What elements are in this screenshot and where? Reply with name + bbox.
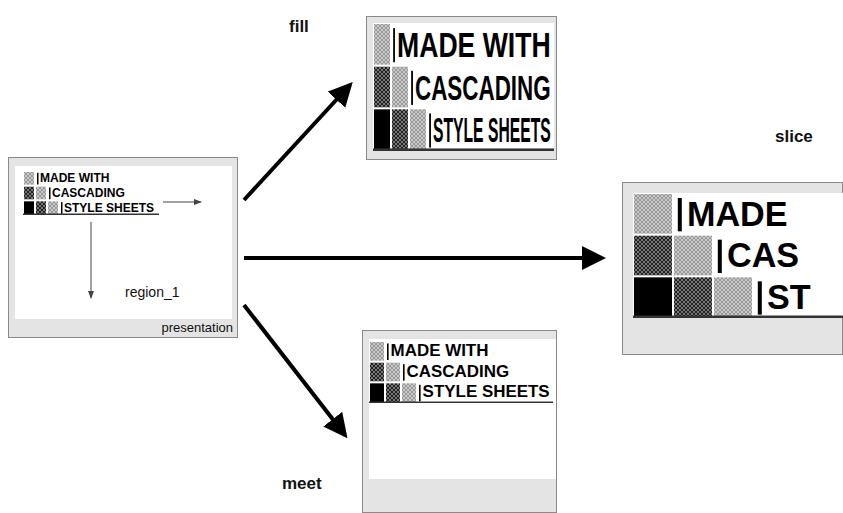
logo: MADE WITH CASCADING STYLE SHEETS (373, 23, 554, 151)
region-box-label: region_1 (125, 284, 180, 300)
logo-text: CASCADING (407, 364, 510, 381)
logo-text: MADE WITH (40, 172, 109, 184)
arrow-connector (244, 85, 350, 200)
logo-text: MADE WITH (397, 27, 551, 62)
logo-text: ST (767, 280, 811, 314)
logo-text: CASCADING (52, 187, 125, 199)
logo-text: STYLE SHEETS (433, 112, 551, 147)
meet-panel: meetMADE WITHCASCADINGSTYLE SHEETS (362, 330, 557, 513)
region-box: region_1 MADE WITH CASCADING STYLE SHEETS (15, 166, 232, 319)
logo: MADE CAS ST (633, 193, 843, 318)
arrow-connector (244, 305, 345, 435)
fill-panel-label: fill (289, 17, 309, 37)
logo-text: MADE (687, 197, 788, 231)
presentation-box-label: presentation (161, 320, 233, 335)
slice-panel: sliceMADECASST (622, 182, 843, 355)
logo-text: CAS (727, 238, 799, 272)
logo: MADE WITH CASCADING STYLE SHEETS (23, 171, 159, 215)
logo-text: MADE WITH (391, 343, 489, 360)
presentation-box: presentation region_1 MADE WITH CASCADING ST… (8, 157, 238, 338)
logo-text: STYLE SHEETS (64, 202, 154, 214)
arrow-connector (244, 256, 602, 260)
fill-panel: fillMADE WITHCASCADINGSTYLE SHEETS (366, 16, 557, 160)
meet-panel-label: meet (282, 474, 322, 494)
logo-text: CASCADING (415, 70, 551, 105)
logo: MADE WITH CASCADING STYLE SHEETS (369, 341, 553, 403)
slice-panel-label: slice (775, 127, 813, 147)
logo-text: STYLE SHEETS (423, 384, 550, 401)
